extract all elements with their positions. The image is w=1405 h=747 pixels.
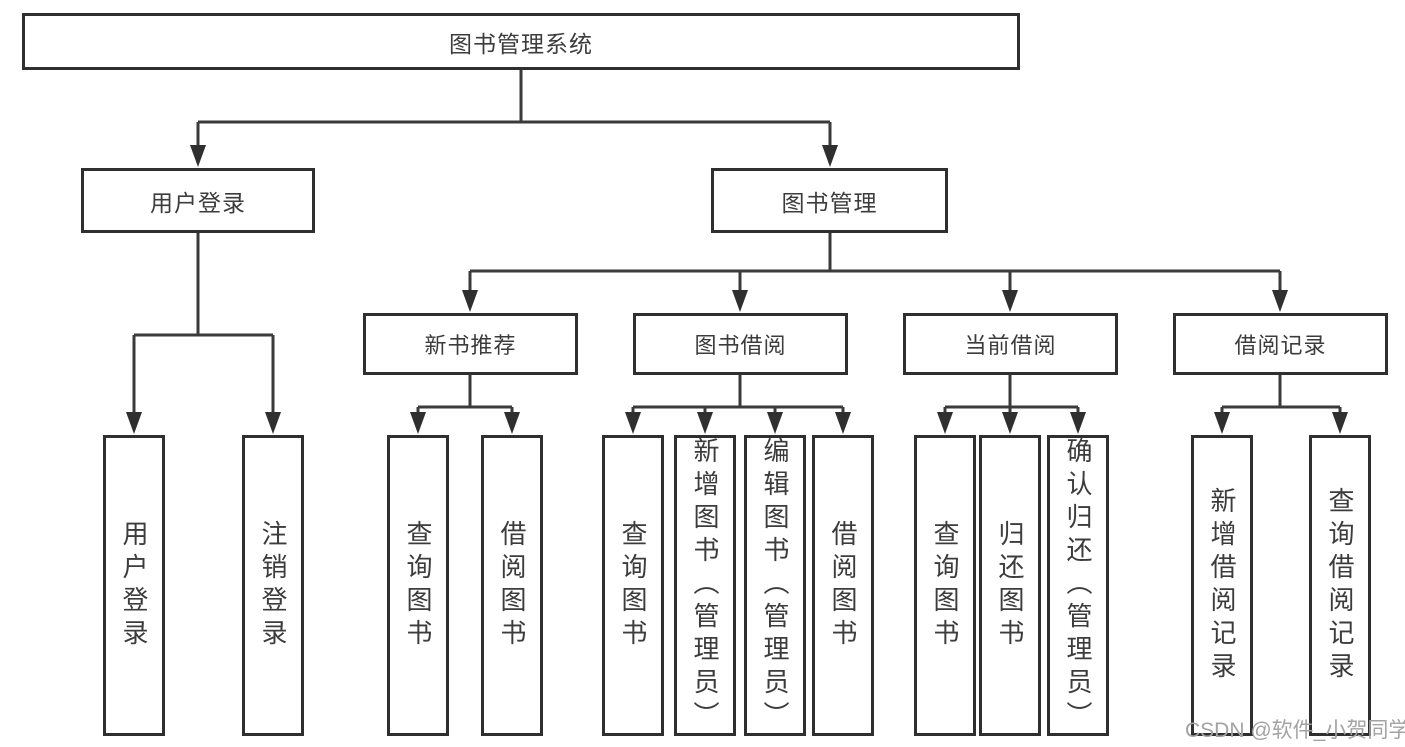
leaf-records-query-record-label: 查询借阅记录 bbox=[1325, 486, 1355, 685]
leaf-recommend-borrow-book: 借阅图书 bbox=[481, 435, 543, 736]
leaf-logout: 注销登录 bbox=[242, 435, 304, 736]
node-current-borrowing: 当前借阅 bbox=[903, 313, 1118, 375]
csdn-watermark: CSDN @软件_小贺同学 bbox=[1185, 719, 1405, 742]
node-user-login-label: 用户登录 bbox=[150, 189, 246, 216]
leaf-user-login-label: 用户登录 bbox=[119, 519, 149, 652]
leaf-borrowing-edit-book-admin-label: 编辑图书（管理员） bbox=[760, 437, 790, 734]
leaf-user-login: 用户登录 bbox=[103, 435, 165, 736]
leaf-current-confirm-return-admin-label: 确认归还（管理员） bbox=[1063, 437, 1093, 734]
node-user-login: 用户登录 bbox=[81, 168, 315, 233]
node-new-book-recommend: 新书推荐 bbox=[363, 313, 578, 375]
leaf-borrowing-add-book-admin: 新增图书（管理员） bbox=[674, 435, 736, 736]
leaf-recommend-query-book: 查询图书 bbox=[387, 435, 449, 736]
node-borrowing-records: 借阅记录 bbox=[1173, 313, 1388, 375]
node-book-management: 图书管理 bbox=[711, 168, 948, 233]
leaf-recommend-borrow-book-label: 借阅图书 bbox=[497, 519, 527, 652]
node-book-borrowing-label: 图书借阅 bbox=[694, 333, 787, 358]
leaf-records-add-record: 新增借阅记录 bbox=[1191, 435, 1253, 736]
leaf-current-query-book-label: 查询图书 bbox=[930, 519, 960, 652]
node-book-management-label: 图书管理 bbox=[781, 189, 878, 216]
leaf-borrowing-add-book-admin-label: 新增图书（管理员） bbox=[690, 437, 720, 734]
node-book-borrowing: 图书借阅 bbox=[633, 313, 848, 375]
node-new-book-recommend-label: 新书推荐 bbox=[424, 333, 517, 358]
node-current-borrowing-label: 当前借阅 bbox=[964, 333, 1057, 358]
leaf-records-query-record: 查询借阅记录 bbox=[1309, 435, 1371, 736]
node-root-label: 图书管理系统 bbox=[449, 30, 593, 57]
leaf-borrowing-query-book: 查询图书 bbox=[602, 435, 664, 736]
leaf-current-return-book-label: 归还图书 bbox=[995, 519, 1025, 652]
leaf-borrowing-borrow-book: 借阅图书 bbox=[812, 435, 874, 736]
leaf-current-return-book: 归还图书 bbox=[979, 435, 1041, 736]
node-root-system: 图书管理系统 bbox=[22, 13, 1020, 70]
leaf-records-add-record-label: 新增借阅记录 bbox=[1207, 486, 1237, 685]
leaf-borrowing-edit-book-admin: 编辑图书（管理员） bbox=[744, 435, 806, 736]
leaf-recommend-query-book-label: 查询图书 bbox=[403, 519, 433, 652]
leaf-current-query-book: 查询图书 bbox=[914, 435, 976, 736]
leaf-current-confirm-return-admin: 确认归还（管理员） bbox=[1047, 435, 1109, 736]
node-borrowing-records-label: 借阅记录 bbox=[1234, 333, 1327, 358]
connector-path bbox=[132, 70, 1342, 414]
leaf-borrowing-borrow-book-label: 借阅图书 bbox=[828, 519, 858, 652]
leaf-logout-label: 注销登录 bbox=[258, 519, 288, 652]
leaf-borrowing-query-book-label: 查询图书 bbox=[618, 519, 648, 652]
